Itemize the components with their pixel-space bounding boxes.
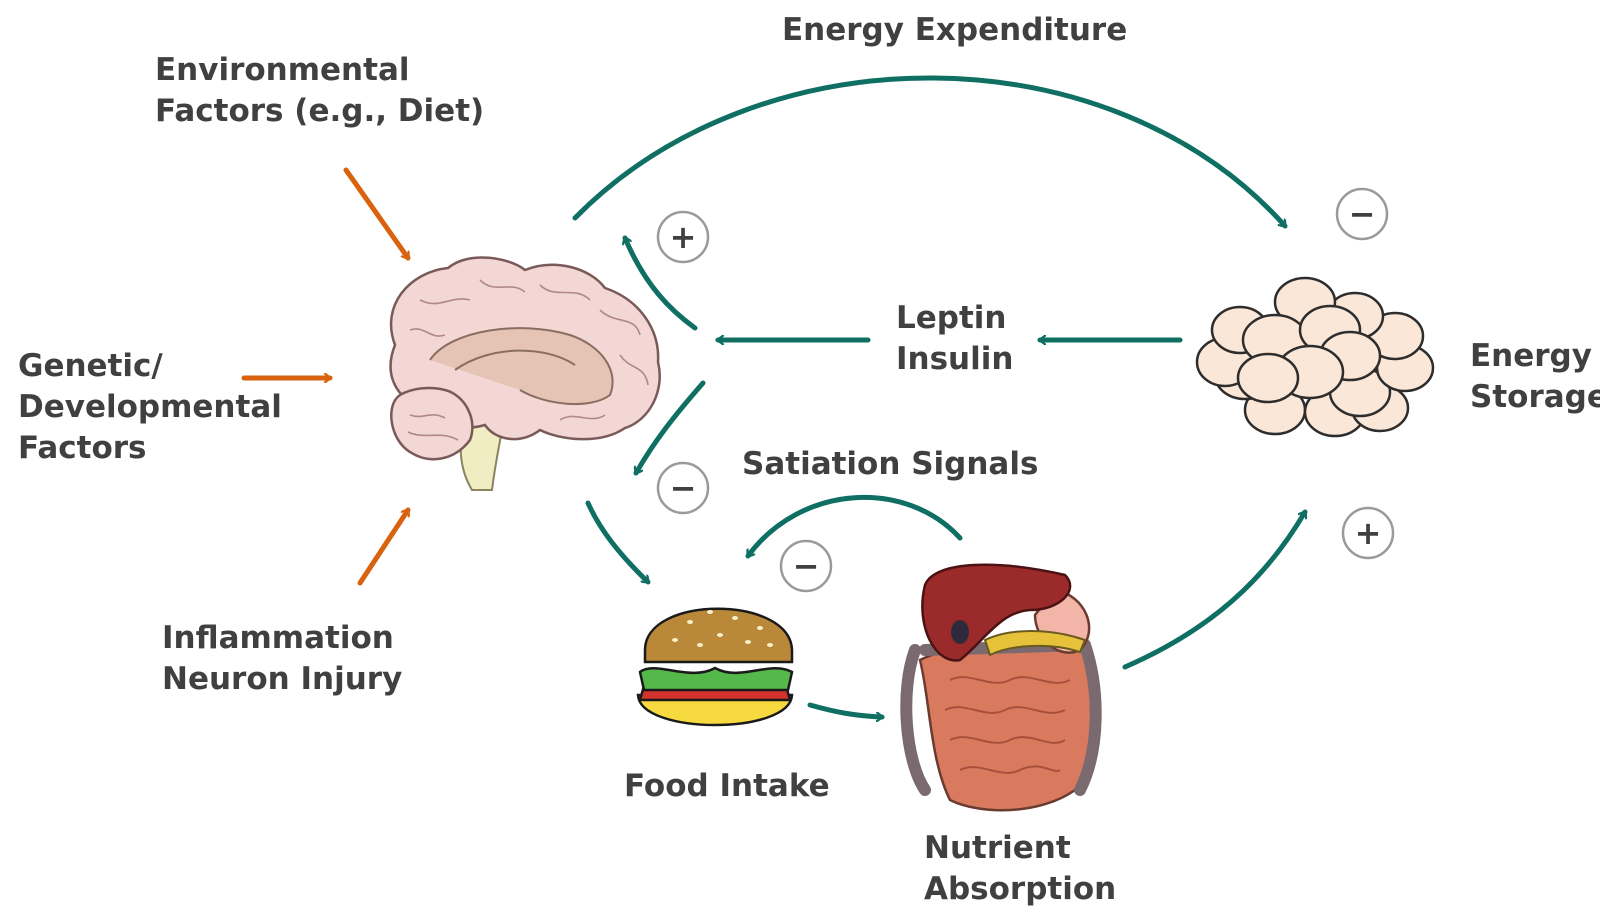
storage-plus-circle <box>1341 506 1395 560</box>
digestion-to-storage-arrow <box>1122 509 1308 670</box>
energy-storage-label: Energy Storage <box>1470 338 1600 415</box>
brain-icon <box>389 256 661 491</box>
storage-minus-circle <box>1335 187 1389 241</box>
satiation-minus-sign: − <box>793 547 820 585</box>
genetic-factors-label: Genetic/ Developmental Factors <box>18 348 282 466</box>
inflammation-arrow <box>357 507 411 586</box>
brain-plus-sign: + <box>670 218 697 256</box>
burger-icon <box>636 607 794 727</box>
environmental-factors-label: Environmental Factors (e.g., Diet) <box>155 52 485 129</box>
brain-stimulation-arrow <box>625 238 698 331</box>
satiation-signals-label: Satiation Signals <box>742 446 1039 482</box>
satiation-minus-circle <box>779 539 833 593</box>
food-to-digestion-arrow <box>807 702 882 717</box>
energy-expenditure-arrow <box>572 75 1288 229</box>
food-intake-label: Food Intake <box>624 768 830 804</box>
brain-inhibition-arrow <box>633 380 706 473</box>
energy-expenditure-label: Energy Expenditure <box>782 12 1128 48</box>
feedback-arrows <box>572 75 1308 717</box>
fat-cells-icon <box>1195 276 1435 438</box>
hormones-label: Leptin Insulin <box>896 300 1014 377</box>
storage-plus-sign: + <box>1355 514 1382 552</box>
brain-minus-circle <box>656 461 710 515</box>
storage-minus-sign: − <box>1349 195 1376 233</box>
digestive-organs-icon <box>900 563 1102 812</box>
sign-circles <box>656 187 1395 593</box>
input-arrows <box>241 167 411 586</box>
nutrient-absorption-label: Nutrient Absorption <box>924 830 1117 907</box>
brain-minus-sign: − <box>670 469 697 507</box>
inflammation-label: Inflammation Neuron Injury <box>162 620 403 697</box>
satiation-arrow <box>745 494 963 559</box>
brain-plus-circle <box>656 210 710 264</box>
brain-to-food-arrow <box>585 500 651 585</box>
environmental-arrow <box>343 167 411 261</box>
